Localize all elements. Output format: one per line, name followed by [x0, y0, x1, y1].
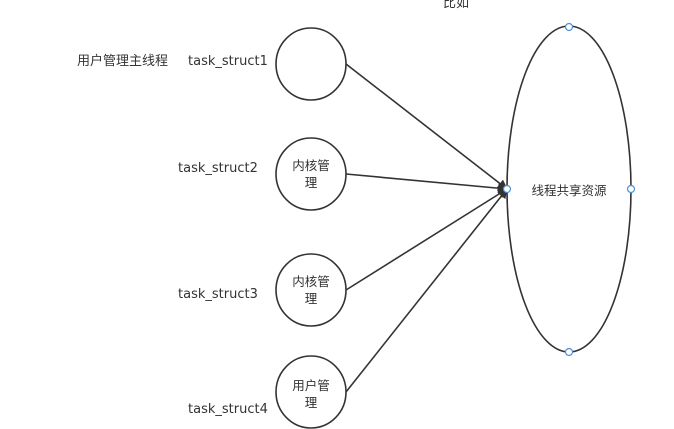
- caption-top: 比如: [443, 0, 470, 11]
- task1-circle[interactable]: [275, 27, 347, 101]
- resize-handle-left[interactable]: [502, 184, 512, 194]
- task4-node-text: 用户管 理: [292, 378, 330, 410]
- resize-handle-top[interactable]: [564, 22, 574, 32]
- task3-node-text: 内核管 理: [292, 274, 330, 306]
- task2-label: task_struct2: [178, 161, 258, 176]
- arrow-task2-to-resource[interactable]: [345, 173, 508, 194]
- task3-label: task_struct3: [178, 287, 258, 302]
- task4-label: task_struct4: [188, 402, 268, 417]
- task4-circle[interactable]: [275, 355, 347, 429]
- resize-handle-right[interactable]: [626, 184, 636, 194]
- task2-node-text: 内核管 理: [292, 158, 330, 190]
- arrow-task3-to-resource[interactable]: [345, 188, 508, 291]
- task2-circle[interactable]: [275, 137, 347, 211]
- arrow-task4-to-resource[interactable]: [345, 188, 508, 393]
- main-thread-label: 用户管理主线程: [77, 54, 169, 69]
- resize-handle-bottom[interactable]: [564, 347, 574, 357]
- task1-label: task_struct1: [188, 54, 268, 69]
- arrow-task1-to-resource[interactable]: [345, 63, 508, 190]
- task3-circle[interactable]: [275, 253, 347, 327]
- shared-resource-text: 线程共享资源: [531, 183, 607, 198]
